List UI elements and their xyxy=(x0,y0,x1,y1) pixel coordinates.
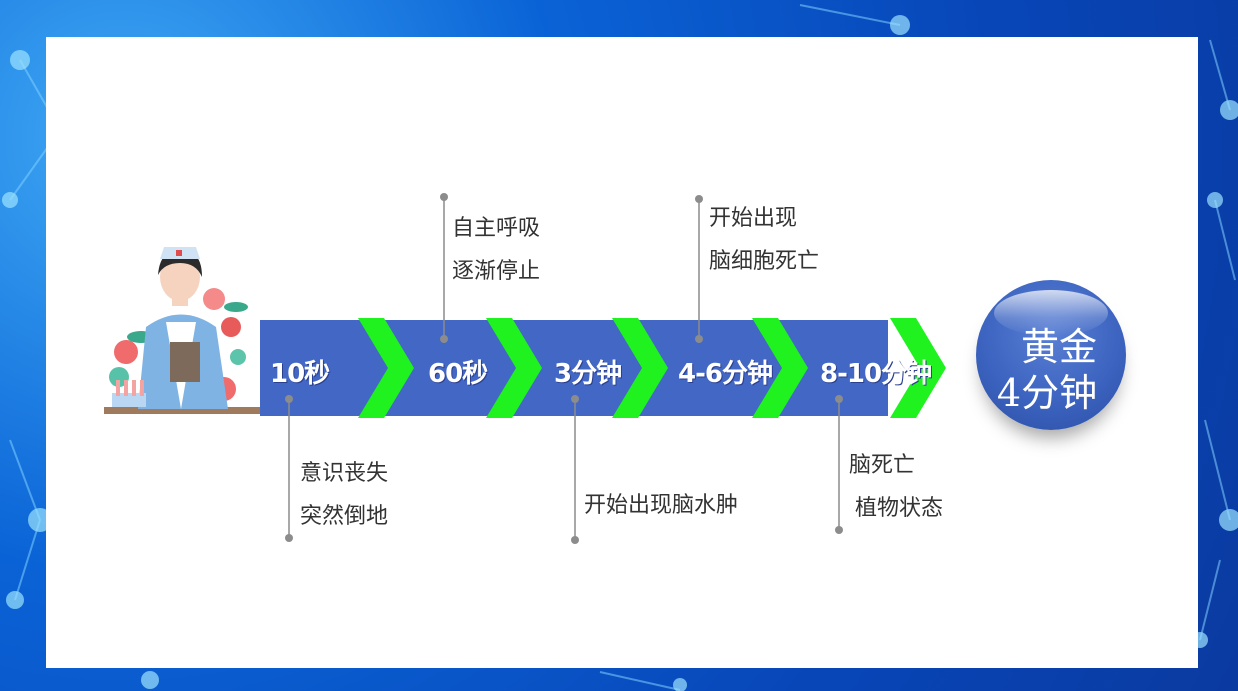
golden-four-minutes-badge: 黄金 4分钟 xyxy=(976,280,1126,430)
chevron-4 xyxy=(752,318,808,418)
timeline-graphic xyxy=(104,193,946,544)
connector-dot-3-1 xyxy=(571,395,579,403)
chevron-5 xyxy=(890,318,946,418)
note-line: 意识丧失 xyxy=(300,461,389,486)
golden-line1: 黄金 xyxy=(1020,325,1097,369)
connector-dot-4-1 xyxy=(695,195,703,203)
note-line: 突然倒地 xyxy=(300,504,389,529)
connector-dot-2-1 xyxy=(440,193,448,201)
note-line: 开始出现脑水肿 xyxy=(584,493,739,518)
connector-dot-2-2 xyxy=(440,335,448,343)
segment-note-2: 自主呼吸逐渐停止 xyxy=(452,207,540,293)
connector-dot-4-2 xyxy=(695,335,703,343)
segment-note-1: 意识丧失突然倒地 xyxy=(300,452,388,538)
golden-line2: 4分钟 xyxy=(996,371,1098,415)
chevron-2 xyxy=(486,318,542,418)
chevron-1 xyxy=(358,318,414,418)
segment-label-3: 3分钟 xyxy=(554,359,622,389)
note-line: 脑死亡 xyxy=(849,453,916,478)
connector-dot-5-2 xyxy=(835,526,843,534)
connector-dot-3-2 xyxy=(571,536,579,544)
segment-label-1: 10秒 xyxy=(270,359,330,389)
segment-label-2: 60秒 xyxy=(428,359,488,389)
connector-dot-1-1 xyxy=(285,395,293,403)
note-line: 自主呼吸 xyxy=(452,216,541,241)
shelf xyxy=(104,407,262,414)
segment-note-4: 开始出现脑细胞死亡 xyxy=(709,197,819,283)
connector-dot-5-1 xyxy=(835,395,843,403)
note-line: 开始出现 xyxy=(709,206,798,231)
chevron-3 xyxy=(612,318,668,418)
note-line: 脑细胞死亡 xyxy=(709,249,820,274)
segment-note-5: 脑死亡植物状态 xyxy=(849,444,943,530)
note-line: 逐渐停止 xyxy=(452,259,541,284)
segment-label-4: 4-6分钟 xyxy=(678,359,773,389)
badge-shine xyxy=(994,290,1108,336)
segment-label-5: 8-10分钟 xyxy=(820,359,932,389)
nurse-with-flowers-icon xyxy=(109,247,248,409)
connector-dot-1-2 xyxy=(285,534,293,542)
segment-note-3: 开始出现脑水肿 xyxy=(584,484,738,527)
note-line: 植物状态 xyxy=(855,496,944,521)
